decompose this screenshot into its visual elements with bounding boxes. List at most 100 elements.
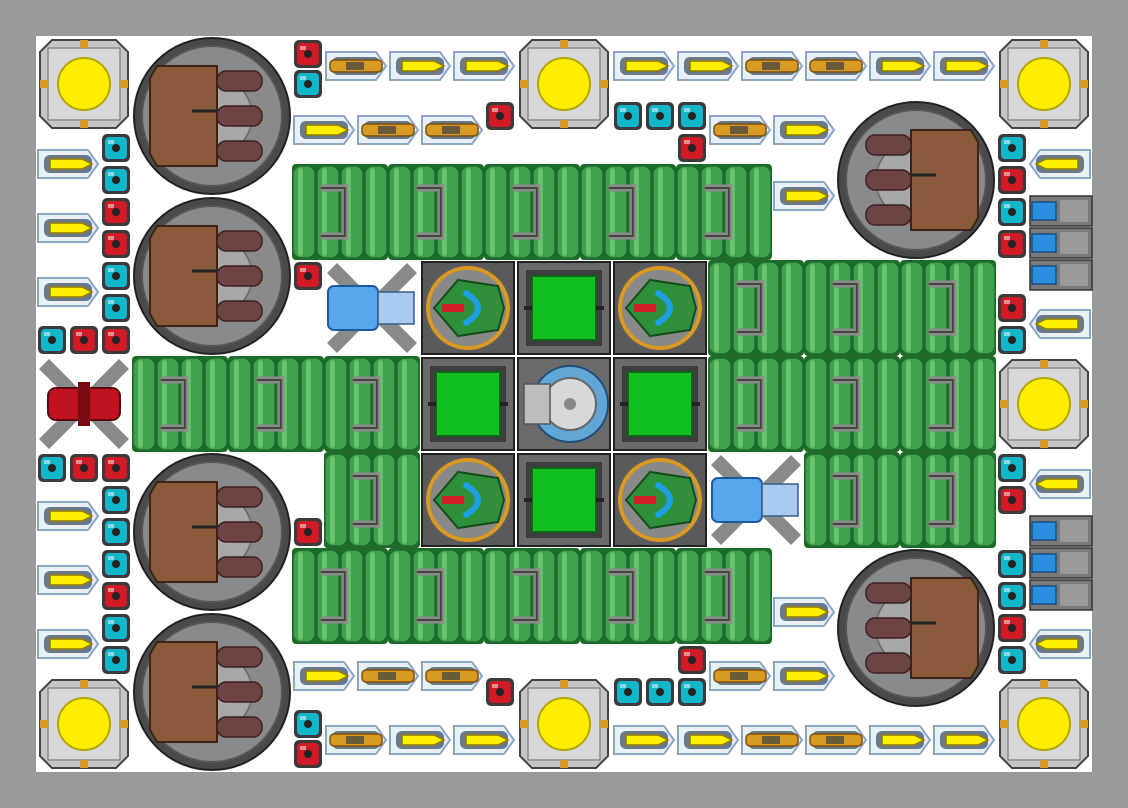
cyan-cell-icon[interactable] <box>102 262 130 290</box>
gold-gun-icon[interactable] <box>709 661 772 691</box>
laser-gun-icon[interactable] <box>677 51 740 81</box>
reactor-icon[interactable] <box>39 39 129 129</box>
cyan-cell-icon[interactable] <box>294 70 322 98</box>
red-cell-icon[interactable] <box>998 166 1026 194</box>
gold-gun-icon[interactable] <box>805 725 868 755</box>
laser-gun-icon[interactable] <box>37 213 100 243</box>
thruster-icon[interactable] <box>1029 259 1093 291</box>
laser-gun-icon[interactable] <box>37 629 100 659</box>
laser-gun-icon[interactable] <box>773 115 836 145</box>
red-cell-icon[interactable] <box>70 454 98 482</box>
red-cell-icon[interactable] <box>678 646 706 674</box>
laser-gun-icon[interactable] <box>1028 629 1091 659</box>
heavy-cannon-icon[interactable] <box>837 549 995 707</box>
gold-gun-icon[interactable] <box>421 661 484 691</box>
laser-gun-icon[interactable] <box>37 501 100 531</box>
cyan-cell-icon[interactable] <box>102 486 130 514</box>
thruster-icon[interactable] <box>1029 579 1093 611</box>
red-cell-icon[interactable] <box>486 678 514 706</box>
heavy-cannon-icon[interactable] <box>133 197 291 355</box>
cyan-cell-icon[interactable] <box>38 326 66 354</box>
bridge-icon[interactable] <box>517 357 611 451</box>
red-cell-icon[interactable] <box>102 454 130 482</box>
laser-gun-icon[interactable] <box>293 661 356 691</box>
shield-emitter-icon[interactable] <box>39 359 129 449</box>
green-core-icon[interactable] <box>613 357 707 451</box>
cyan-cell-icon[interactable] <box>102 646 130 674</box>
laser-gun-icon[interactable] <box>773 661 836 691</box>
gold-gun-icon[interactable] <box>357 115 420 145</box>
cyan-cell-icon[interactable] <box>614 102 642 130</box>
gold-gun-icon[interactable] <box>709 115 772 145</box>
red-cell-icon[interactable] <box>998 614 1026 642</box>
laser-gun-icon[interactable] <box>453 51 516 81</box>
laser-gun-icon[interactable] <box>773 181 836 211</box>
red-cell-icon[interactable] <box>102 582 130 610</box>
cockpit-icon[interactable] <box>613 453 707 547</box>
gold-gun-icon[interactable] <box>325 51 388 81</box>
cyan-cell-icon[interactable] <box>646 678 674 706</box>
laser-gun-icon[interactable] <box>933 725 996 755</box>
main-thruster-icon[interactable] <box>327 263 417 353</box>
reactor-icon[interactable] <box>519 679 609 769</box>
reactor-icon[interactable] <box>39 679 129 769</box>
red-cell-icon[interactable] <box>486 102 514 130</box>
cyan-cell-icon[interactable] <box>998 454 1026 482</box>
laser-gun-icon[interactable] <box>677 725 740 755</box>
cyan-cell-icon[interactable] <box>998 550 1026 578</box>
laser-gun-icon[interactable] <box>613 51 676 81</box>
cyan-cell-icon[interactable] <box>998 198 1026 226</box>
thruster-icon[interactable] <box>1029 515 1093 547</box>
reactor-icon[interactable] <box>519 39 609 129</box>
heavy-cannon-icon[interactable] <box>133 37 291 195</box>
red-cell-icon[interactable] <box>102 230 130 258</box>
red-cell-icon[interactable] <box>294 40 322 68</box>
green-core-icon[interactable] <box>517 261 611 355</box>
laser-gun-icon[interactable] <box>389 725 452 755</box>
cyan-cell-icon[interactable] <box>998 582 1026 610</box>
reactor-icon[interactable] <box>999 679 1089 769</box>
green-core-icon[interactable] <box>517 453 611 547</box>
cockpit-icon[interactable] <box>613 261 707 355</box>
red-cell-icon[interactable] <box>998 486 1026 514</box>
laser-gun-icon[interactable] <box>613 725 676 755</box>
reactor-icon[interactable] <box>999 359 1089 449</box>
thruster-icon[interactable] <box>1029 227 1093 259</box>
laser-gun-icon[interactable] <box>389 51 452 81</box>
gold-gun-icon[interactable] <box>357 661 420 691</box>
laser-gun-icon[interactable] <box>293 115 356 145</box>
red-cell-icon[interactable] <box>294 262 322 290</box>
laser-gun-icon[interactable] <box>933 51 996 81</box>
laser-gun-icon[interactable] <box>453 725 516 755</box>
cyan-cell-icon[interactable] <box>678 102 706 130</box>
laser-gun-icon[interactable] <box>37 277 100 307</box>
gold-gun-icon[interactable] <box>805 51 868 81</box>
laser-gun-icon[interactable] <box>869 725 932 755</box>
red-cell-icon[interactable] <box>294 518 322 546</box>
reactor-icon[interactable] <box>999 39 1089 129</box>
cyan-cell-icon[interactable] <box>102 134 130 162</box>
cyan-cell-icon[interactable] <box>102 518 130 546</box>
laser-gun-icon[interactable] <box>1028 309 1091 339</box>
laser-gun-icon[interactable] <box>1028 469 1091 499</box>
cockpit-icon[interactable] <box>421 261 515 355</box>
heavy-cannon-icon[interactable] <box>133 613 291 771</box>
laser-gun-icon[interactable] <box>1028 149 1091 179</box>
red-cell-icon[interactable] <box>70 326 98 354</box>
cyan-cell-icon[interactable] <box>102 550 130 578</box>
cyan-cell-icon[interactable] <box>678 678 706 706</box>
cyan-cell-icon[interactable] <box>102 614 130 642</box>
thruster-icon[interactable] <box>1029 195 1093 227</box>
red-cell-icon[interactable] <box>102 198 130 226</box>
cyan-cell-icon[interactable] <box>614 678 642 706</box>
gold-gun-icon[interactable] <box>421 115 484 145</box>
cyan-cell-icon[interactable] <box>998 326 1026 354</box>
laser-gun-icon[interactable] <box>869 51 932 81</box>
cyan-cell-icon[interactable] <box>38 454 66 482</box>
red-cell-icon[interactable] <box>294 740 322 768</box>
laser-gun-icon[interactable] <box>37 565 100 595</box>
main-thruster-icon[interactable] <box>711 455 801 545</box>
green-core-icon[interactable] <box>421 357 515 451</box>
gold-gun-icon[interactable] <box>325 725 388 755</box>
cyan-cell-icon[interactable] <box>998 646 1026 674</box>
